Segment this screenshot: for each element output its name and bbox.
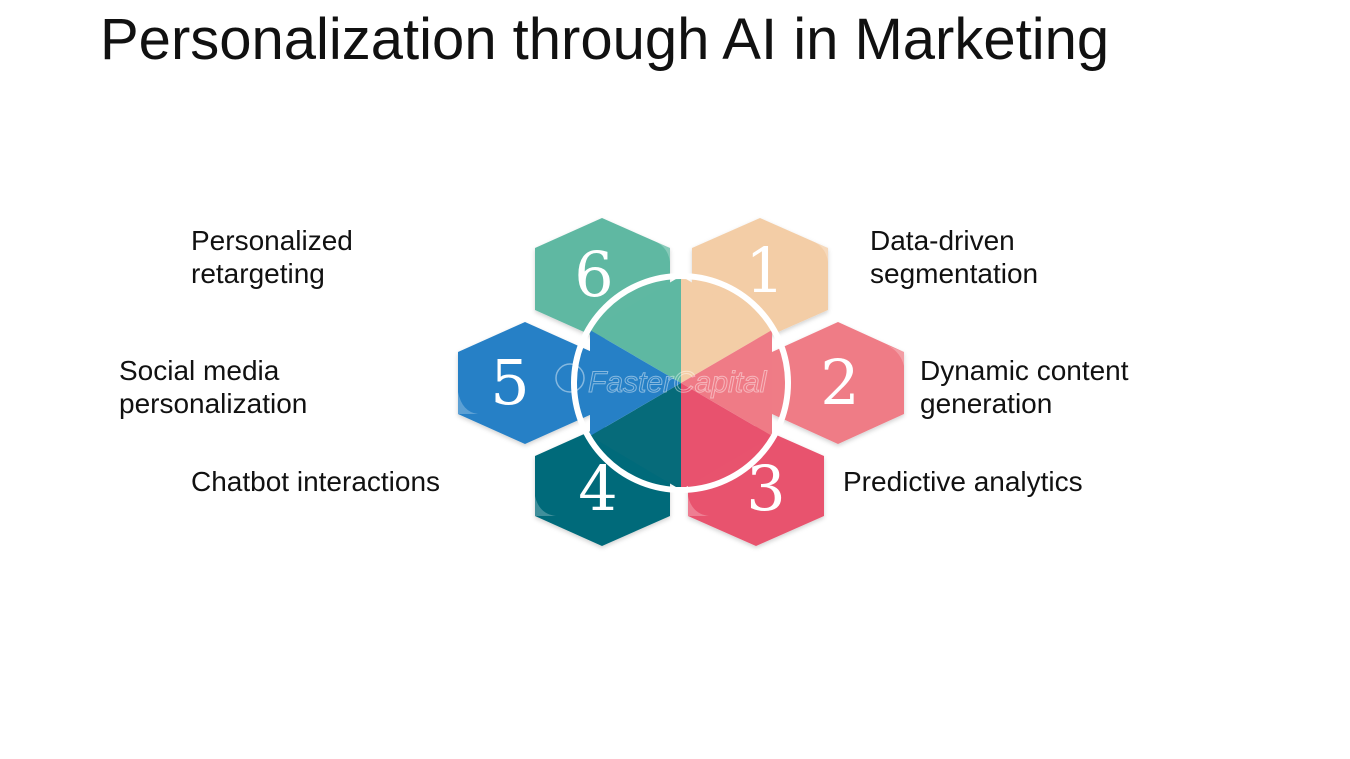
step-5-number: 5	[490, 346, 529, 419]
step-5-label-line-1: Social media	[119, 355, 280, 386]
step-4-label: Chatbot interactions	[191, 465, 440, 498]
step-4-hexagon-curl	[535, 496, 556, 516]
center-pinwheel	[590, 276, 772, 490]
watermark: FasterCapital	[555, 363, 768, 400]
step-2-number: 2	[820, 346, 859, 419]
center-triangle-4	[590, 383, 681, 490]
step-2-label: Dynamic content generation	[920, 354, 1129, 420]
step-2-label-line-1: Dynamic content	[920, 355, 1129, 386]
step-4-number: 4	[578, 452, 617, 525]
center-triangle-1	[681, 276, 772, 383]
watermark-gear-icon	[555, 363, 585, 393]
step-3-hexagon-curl	[688, 496, 709, 516]
step-1-hexagon-curl	[810, 240, 828, 262]
center-triangle-6	[590, 276, 681, 383]
center-triangle-3	[681, 383, 772, 490]
step-3-label-line-1: Predictive analytics	[843, 466, 1083, 497]
step-2-hexagon-curl	[884, 344, 904, 366]
step-2-hexagon-shape	[772, 322, 904, 444]
step-4-label-line-1: Chatbot interactions	[191, 466, 441, 497]
step-5-hexagon	[458, 322, 592, 444]
step-6-label: Personalized retargeting	[191, 224, 353, 290]
step-5-label: Social media personalization	[119, 354, 307, 420]
page-title: Personalization through AI in Marketing	[100, 7, 1110, 72]
step-2-hexagon	[772, 322, 904, 444]
step-1-label-line-1: Data-driven	[870, 225, 1015, 256]
step-6-label-line-2: retargeting	[191, 258, 325, 289]
step-5-hexagon-shape	[458, 322, 592, 444]
step-5-label-line-2: personalization	[119, 388, 308, 419]
step-6-hexagon-curl	[652, 240, 670, 262]
step-1-label: Data-driven segmentation	[870, 224, 1038, 290]
center-outline	[571, 273, 791, 493]
center-triangle-5	[590, 330, 681, 436]
step-3-label: Predictive analytics	[843, 465, 1083, 498]
center-triangle-2	[681, 330, 772, 436]
step-6-number: 6	[574, 238, 613, 311]
step-6-label-line-1: Personalized	[191, 225, 353, 256]
step-3-number: 3	[746, 452, 785, 525]
step-2-label-line-2: generation	[920, 388, 1053, 419]
step-1-number: 1	[745, 234, 784, 307]
step-1-label-line-2: segmentation	[870, 258, 1039, 289]
step-5-hexagon-curl	[458, 392, 478, 414]
watermark-text: FasterCapital	[588, 366, 768, 399]
